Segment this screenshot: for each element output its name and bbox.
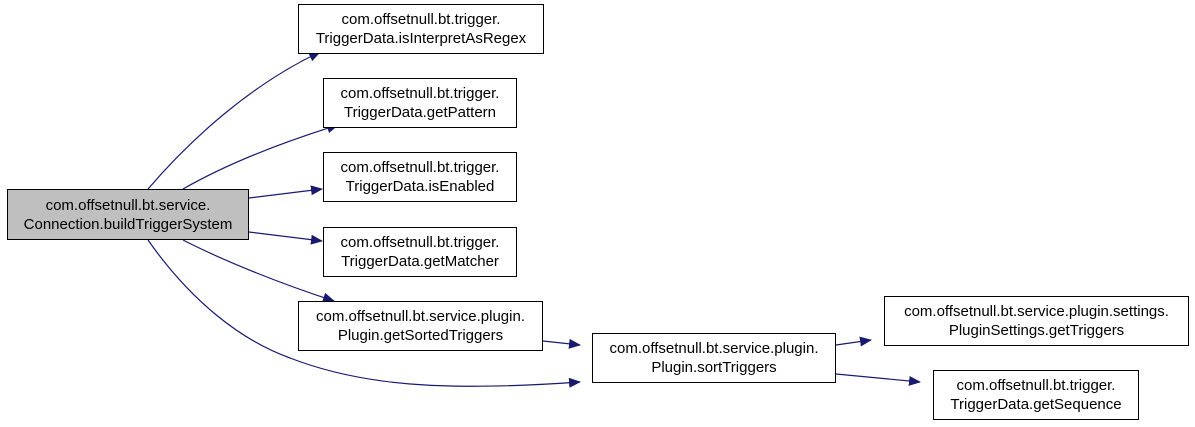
node-line-2: Connection.buildTriggerSystem <box>23 215 233 233</box>
node-line-2: TriggerData.getMatcher <box>341 253 499 270</box>
node-line-1: com.offsetnull.bt.service.plugin.setting… <box>904 303 1169 320</box>
node-line-1: com.offsetnull.bt.service.plugin. <box>609 340 819 357</box>
node-line-1: com.offsetnull.bt.trigger. <box>956 377 1116 394</box>
node-trigger-data-get-matcher[interactable]: com.offsetnull.bt.trigger. TriggerData.g… <box>323 227 517 277</box>
edge-sorttriggers-to-settingsget <box>835 336 872 347</box>
node-line-1: com.offsetnull.bt.trigger. <box>340 85 500 102</box>
node-line-1: com.offsetnull.bt.trigger. <box>340 159 500 176</box>
node-line-1: com.offsetnull.bt.service.plugin. <box>316 308 525 325</box>
node-connection-build-trigger-system[interactable]: com.offsetnull.bt.service. Connection.bu… <box>7 189 249 240</box>
edge-build-to-getpattern <box>182 123 339 190</box>
node-line-2: Plugin.getSortedTriggers <box>337 327 504 344</box>
edge-sorttriggers-to-getsequence <box>835 373 921 386</box>
node-plugin-settings-get-triggers[interactable]: com.offsetnull.bt.service.plugin.setting… <box>884 296 1189 346</box>
edge-build-to-getmatcher <box>248 231 323 245</box>
node-trigger-data-is-interpret-as-regex[interactable]: com.offsetnull.bt.trigger. TriggerData.i… <box>298 4 544 54</box>
node-line-2: TriggerData.isEnabled <box>345 178 495 195</box>
node-line-2: PluginSettings.getTriggers <box>948 322 1125 339</box>
node-plugin-get-sorted-triggers[interactable]: com.offsetnull.bt.service.plugin. Plugin… <box>298 301 543 351</box>
edge-build-to-getsorted <box>182 239 335 303</box>
node-line-2: TriggerData.getPattern <box>343 104 497 121</box>
node-plugin-sort-triggers[interactable]: com.offsetnull.bt.service.plugin. Plugin… <box>592 333 836 383</box>
edge-build-to-isenabled <box>248 185 323 199</box>
edge-build-to-isregex <box>147 51 321 190</box>
node-trigger-data-get-pattern[interactable]: com.offsetnull.bt.trigger. TriggerData.g… <box>323 78 517 128</box>
node-line-2: TriggerData.getSequence <box>950 396 1122 413</box>
node-line-1: com.offsetnull.bt.trigger. <box>340 234 500 251</box>
node-line-2: TriggerData.isInterpretAsRegex <box>315 30 527 47</box>
node-trigger-data-is-enabled[interactable]: com.offsetnull.bt.trigger. TriggerData.i… <box>323 152 517 202</box>
edge-getsorted-to-sorttriggers <box>542 338 581 349</box>
edge-build-to-sorttriggers <box>147 239 581 388</box>
node-line-2: Plugin.sortTriggers <box>651 359 777 376</box>
node-line-1: com.offsetnull.bt.service. <box>45 196 211 214</box>
node-trigger-data-get-sequence[interactable]: com.offsetnull.bt.trigger. TriggerData.g… <box>933 370 1139 420</box>
node-line-1: com.offsetnull.bt.trigger. <box>341 11 501 28</box>
